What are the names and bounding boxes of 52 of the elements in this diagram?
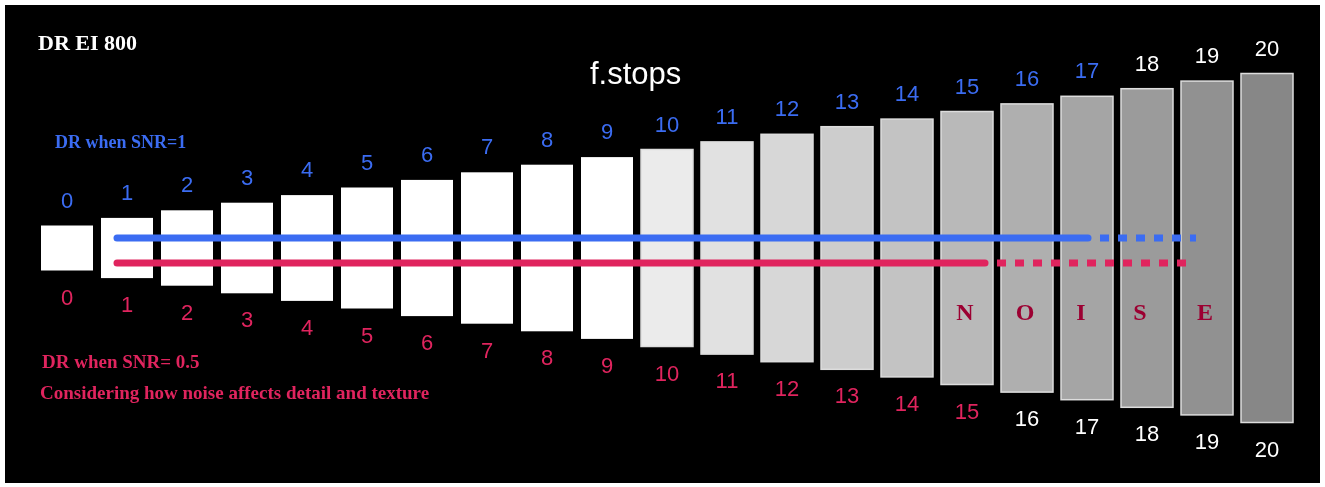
stop-number: 16	[1014, 408, 1040, 431]
stop-number: 13	[834, 385, 860, 408]
stop-number: 0	[60, 286, 74, 309]
stop-number: 10	[654, 113, 680, 136]
stop-number: 19	[1194, 430, 1220, 453]
stop-number: 7	[480, 136, 494, 159]
stop-number: 3	[240, 309, 254, 332]
noise-letter: N	[956, 300, 974, 324]
series-label: DR when SNR=1	[55, 133, 187, 151]
stop-number: 6	[420, 332, 434, 355]
stop-number: 1	[120, 294, 134, 317]
stop-number: 2	[180, 301, 194, 324]
stop-number: 20	[1254, 37, 1280, 60]
stop-number: 1	[120, 181, 134, 204]
stop-number: 9	[600, 121, 614, 144]
stop-number: 7	[480, 339, 494, 362]
stop-number: 10	[654, 362, 680, 385]
noise-letter: I	[1076, 300, 1086, 324]
stop-number: 4	[300, 316, 314, 339]
stop-number: 15	[954, 75, 980, 98]
stop-number: 12	[774, 377, 800, 400]
stop-number: 17	[1074, 415, 1100, 438]
stop-number: 5	[360, 151, 374, 174]
axis-title: f.stops	[590, 58, 682, 89]
stop-number: 15	[954, 400, 980, 423]
noise-letter: S	[1133, 300, 1147, 324]
stop-number: 14	[894, 392, 920, 415]
stop-number: 11	[715, 370, 739, 393]
title: DR EI 800	[38, 32, 137, 54]
stop-number: 12	[774, 98, 800, 121]
stop-number: 14	[894, 83, 920, 106]
series-label: DR when SNR= 0.5	[42, 352, 200, 371]
stop-number: 8	[540, 128, 554, 151]
stop-number: 2	[180, 174, 194, 197]
stop-number: 18	[1134, 423, 1160, 446]
stop-number: 18	[1134, 52, 1160, 75]
stop-number: 5	[360, 324, 374, 347]
noise-letter: E	[1197, 300, 1213, 324]
stop-number: 8	[540, 347, 554, 370]
noise-letter: O	[1015, 300, 1035, 324]
stop-number: 20	[1254, 438, 1280, 461]
stop-number: 17	[1074, 60, 1100, 83]
stop-number: 3	[240, 166, 254, 189]
stop-number: 16	[1014, 67, 1040, 90]
series-label: Considering how noise affects detail and texture	[40, 383, 430, 402]
stop-number: 0	[60, 189, 74, 212]
stop-number: 9	[600, 354, 614, 377]
stop-number: 13	[834, 90, 860, 113]
stop-number: 11	[715, 105, 739, 128]
stop-number: 6	[420, 143, 434, 166]
stop-number: 19	[1194, 45, 1220, 68]
stop-number: 4	[300, 159, 314, 182]
